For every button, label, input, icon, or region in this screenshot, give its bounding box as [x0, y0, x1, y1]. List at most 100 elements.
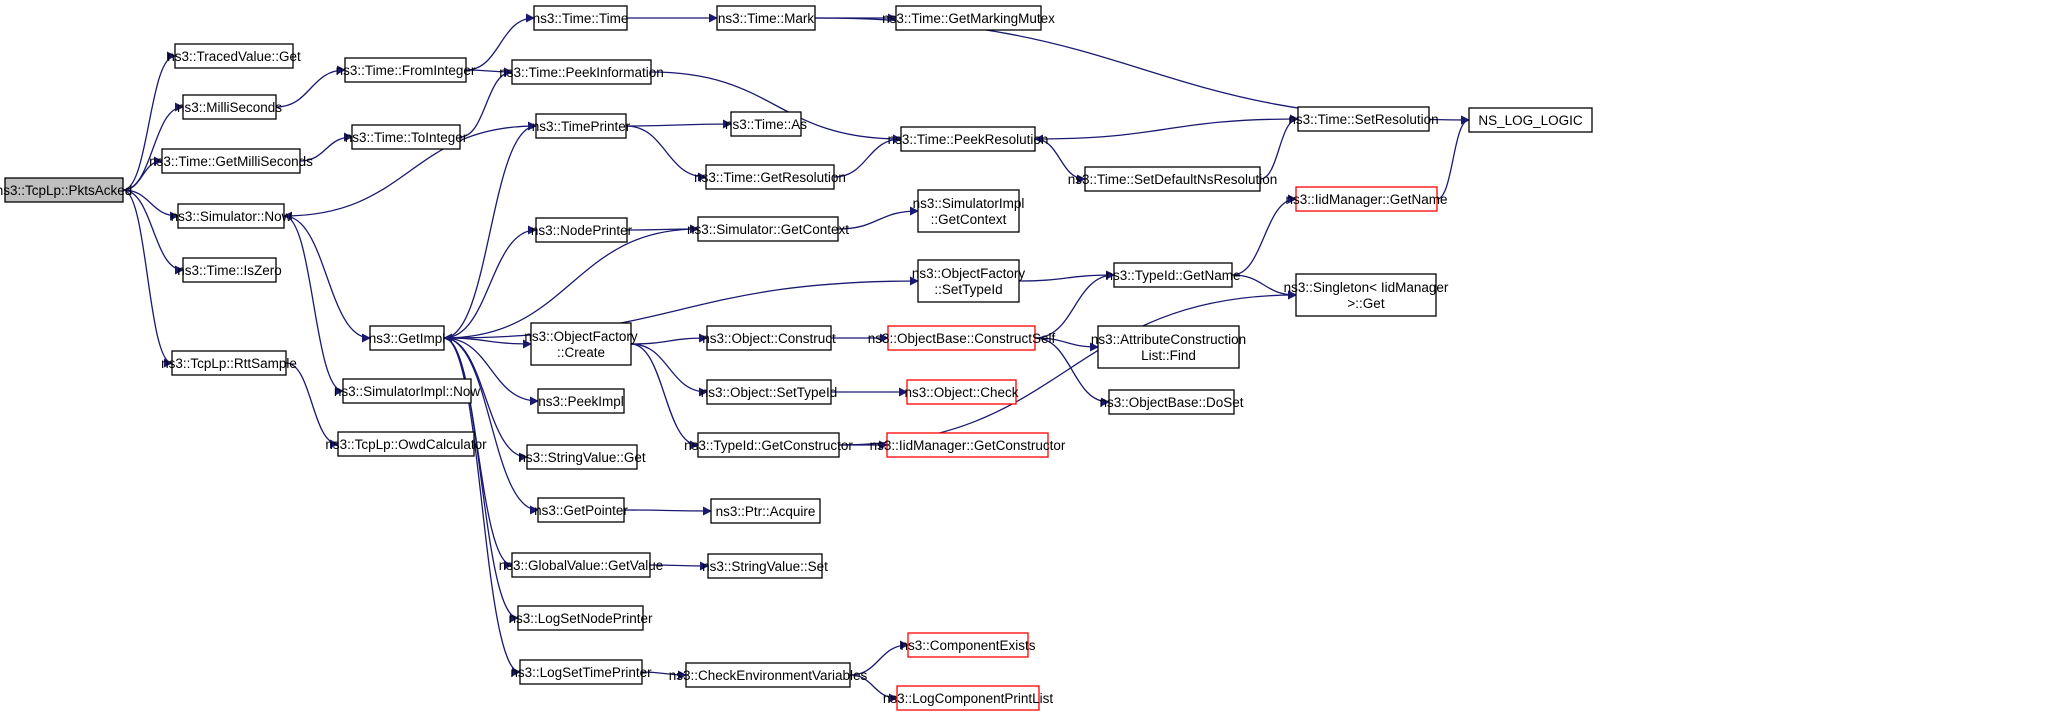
edge-globalvalue_getvalue-to-stringvalue_set	[649, 561, 709, 571]
node-time-iszero[interactable]: ns3::Time::IsZero	[177, 257, 282, 283]
edge-milliseconds-to-time_frominteger	[275, 65, 346, 108]
node-time-setdefaultnsresolution[interactable]: ns3::Time::SetDefaultNsResolution	[1068, 166, 1278, 192]
node-box	[730, 111, 802, 137]
node-typeid-getname[interactable]: ns3::TypeId::GetName	[1105, 262, 1241, 288]
node-checkenvironmentvariables[interactable]: ns3::CheckEnvironmentVariables	[669, 662, 868, 688]
node-label: ns3::TcpLp::PktsAcked	[0, 183, 132, 198]
node-timeprinter[interactable]: ns3::TimePrinter	[532, 113, 631, 139]
node-nodeprinter[interactable]: ns3::NodePrinter	[531, 217, 633, 243]
node-box	[1468, 107, 1593, 133]
node-objectbase-constructself[interactable]: ns3::ObjectBase::ConstructSelf	[868, 325, 1056, 351]
node-time-as[interactable]: ns3::Time::As	[725, 111, 807, 137]
node-label: ::Create	[557, 345, 605, 360]
node-singleton-get[interactable]: ns3::Singleton< IidManager >::Get	[1284, 273, 1449, 317]
node-ptr-acquire[interactable]: ns3::Ptr::Acquire	[710, 498, 821, 524]
node-getimpl[interactable]: ns3::GetImpl	[369, 325, 446, 351]
node-peekimpl[interactable]: ns3::PeekImpl	[537, 388, 625, 414]
node-time-time[interactable]: ns3::Time::Time	[533, 5, 629, 31]
node-label: ns3::Time::SetResolution	[1288, 112, 1438, 127]
node-label: ns3::PeekImpl	[538, 394, 624, 409]
node-box	[182, 257, 277, 283]
node-label: ns3::ObjectBase::DoSet	[1099, 395, 1243, 410]
node-objectbase-doset[interactable]: ns3::ObjectBase::DoSet	[1099, 389, 1244, 415]
edge-simulator_getcontext-to-simulatorimpl_getcontext	[837, 206, 919, 230]
node-box	[896, 685, 1040, 711]
node-label: ns3::Time::ToInteger	[345, 130, 468, 145]
edge-time_tointeger-to-time_peekinformation	[459, 67, 513, 138]
node-label: ns3::Time::PeekResolution	[888, 132, 1049, 147]
node-time-setresolution[interactable]: ns3::Time::SetResolution	[1288, 106, 1439, 132]
node-label: ns3::Ptr::Acquire	[716, 504, 816, 519]
node-objectfactory-settypeid[interactable]: ns3::ObjectFactory::SetTypeId	[912, 259, 1026, 303]
node-box	[535, 217, 628, 243]
node-time-getmarkingmutex[interactable]: ns3::Time::GetMarkingMutex	[882, 5, 1055, 31]
node-owdcalculator[interactable]: ns3::TcpLp::OwdCalculator	[325, 431, 487, 457]
edge-objectfactory_create-to-object_settypeid	[630, 343, 708, 397]
node-ns-log-logic[interactable]: NS_LOG_LOGIC	[1468, 107, 1593, 133]
node-box	[342, 378, 472, 404]
node-time-peekresolution[interactable]: ns3::Time::PeekResolution	[888, 126, 1049, 152]
edge-pktsacked-to-time_iszero	[122, 189, 184, 275]
node-box	[707, 553, 823, 579]
node-time-mark[interactable]: ns3::Time::Mark	[716, 5, 816, 31]
node-label: ns3::Time::GetResolution	[694, 170, 846, 185]
node-label: ns3::LogSetTimePrinter	[510, 665, 652, 680]
node-object-settypeid[interactable]: ns3::Object::SetTypeId	[701, 379, 838, 405]
node-time-frominteger[interactable]: ns3::Time::FromInteger	[336, 57, 476, 83]
edge-objectbase_constructself-to-attributeconstructionlist_find	[1034, 337, 1099, 352]
node-label: ns3::Singleton< IidManager	[1284, 280, 1449, 295]
node-iidmanager-getname[interactable]: ns3::IidManager::GetName	[1285, 186, 1448, 212]
edge-simulator_now-to-getimpl	[283, 215, 371, 343]
node-stringvalue-set[interactable]: ns3::StringValue::Set	[702, 553, 828, 579]
node-simulator-getcontext[interactable]: ns3::Simulator::GetContext	[687, 216, 849, 242]
node-simulatorimpl-getcontext[interactable]: ns3::SimulatorImpl::GetContext	[913, 189, 1025, 233]
node-logsettimeprinter[interactable]: ns3::LogSetTimePrinter	[510, 659, 652, 685]
node-milliseconds[interactable]: ns3::MilliSeconds	[177, 94, 282, 120]
node-box	[4, 177, 124, 203]
node-pktsacked[interactable]: ns3::TcpLp::PktsAcked	[0, 177, 132, 203]
node-label: ns3::LogComponentPrintList	[883, 691, 1054, 706]
node-box	[705, 164, 835, 190]
node-label: ns3::CheckEnvironmentVariables	[669, 668, 868, 683]
edge-nodeprinter-to-simulator_getcontext	[626, 224, 699, 234]
node-logcomponentprintlist[interactable]: ns3::LogComponentPrintList	[883, 685, 1054, 711]
node-rttsample[interactable]: ns3::TcpLp::RttSample	[161, 350, 297, 376]
node-label: ns3::TypeId::GetName	[1105, 268, 1240, 283]
node-object-check[interactable]: ns3::Object::Check	[904, 379, 1019, 405]
node-box	[182, 94, 277, 120]
node-box	[174, 43, 294, 69]
node-label: ns3::MilliSeconds	[177, 100, 282, 115]
node-object-construct[interactable]: ns3::Object::Construct	[702, 325, 836, 351]
node-objectfactory-create[interactable]: ns3::ObjectFactory::Create	[524, 322, 638, 366]
node-time-getmilliseconds[interactable]: ns3::Time::GetMilliSeconds	[149, 148, 313, 174]
node-label: ns3::GlobalValue::GetValue	[499, 558, 664, 573]
edge-simulator_getcontext-to-getimpl	[443, 228, 699, 343]
node-stringvalue-get[interactable]: ns3::StringValue::Get	[518, 444, 646, 470]
node-simulator-now[interactable]: ns3::Simulator::Now	[171, 203, 292, 229]
edge-typeid_getname-to-iidmanager_getname	[1231, 194, 1297, 276]
node-time-peekinformation[interactable]: ns3::Time::PeekInformation	[499, 59, 664, 85]
node-box	[895, 5, 1042, 31]
node-box	[535, 113, 627, 139]
node-label: ns3::LogSetNodePrinter	[508, 611, 653, 626]
node-time-tointeger[interactable]: ns3::Time::ToInteger	[345, 124, 468, 150]
node-label: ns3::Time::GetMilliSeconds	[149, 154, 313, 169]
edge-checkenvironmentvariables-to-componentexists	[849, 640, 909, 676]
node-globalvalue-getvalue[interactable]: ns3::GlobalValue::GetValue	[499, 552, 664, 578]
node-label: ns3::TcpLp::RttSample	[161, 356, 297, 371]
node-simulatorimpl-now[interactable]: ns3::SimulatorImpl::Now	[334, 378, 481, 404]
node-box	[1297, 106, 1430, 132]
edge-getimpl-to-timeprinter	[443, 121, 537, 339]
node-box	[171, 350, 287, 376]
node-box	[900, 126, 1036, 152]
node-logsetnodeprinter[interactable]: ns3::LogSetNodePrinter	[508, 605, 653, 631]
node-typeid-getconstructor[interactable]: ns3::TypeId::GetConstructor	[684, 432, 853, 458]
node-componentexists[interactable]: ns3::ComponentExists	[900, 632, 1036, 658]
node-time-getresolution[interactable]: ns3::Time::GetResolution	[694, 164, 846, 190]
node-box	[1097, 325, 1240, 369]
node-getpointer[interactable]: ns3::GetPointer	[534, 497, 628, 523]
node-box	[685, 662, 851, 688]
node-iidmanager-getconstructor[interactable]: ns3::IidManager::GetConstructor	[870, 432, 1066, 458]
node-tracedvalue-get[interactable]: ns3::TracedValue::Get	[167, 43, 301, 69]
